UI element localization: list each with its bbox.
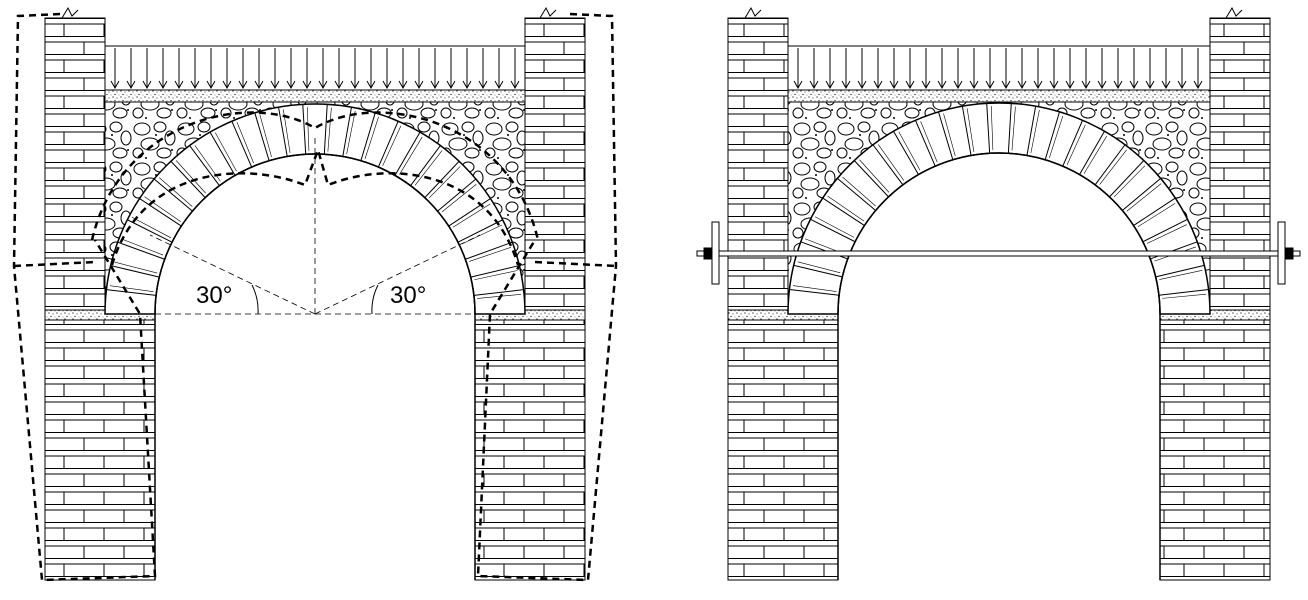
right-break-mark-2 <box>1225 6 1243 19</box>
left-wall-upper-left <box>44 17 106 315</box>
left-break-mark-1 <box>61 6 79 19</box>
right-intrados <box>837 152 1161 315</box>
angle-label-left: 30° <box>196 282 232 309</box>
left-load-block <box>104 45 526 91</box>
right-mortar-layer <box>787 89 1211 103</box>
left-construction-lines <box>149 135 481 315</box>
right-wall-upper-right <box>1209 17 1271 315</box>
left-voussoirs <box>106 104 524 299</box>
left-pier-left <box>44 313 156 581</box>
left-pier-right <box>474 313 586 581</box>
tie-rod-end-right <box>1292 250 1301 257</box>
right-break-mark-1 <box>744 6 762 19</box>
right-load-block <box>787 45 1211 91</box>
left-mortar-layer <box>104 89 526 103</box>
angle-label-right: 30° <box>390 282 426 309</box>
left-arch-opening <box>155 154 475 580</box>
left-wall-upper-right <box>524 17 586 315</box>
right-arch-opening <box>838 153 1160 580</box>
tie-rod <box>696 221 1301 285</box>
right-load-arrows <box>793 48 1203 90</box>
tie-rod-nut-right <box>1284 247 1294 260</box>
left-arch-panel: 30° 30° <box>12 6 618 582</box>
tie-rod-end-left <box>696 250 705 257</box>
right-pier-right <box>1159 313 1271 581</box>
left-break-mark-2 <box>539 6 557 19</box>
tie-rod-nut-left <box>703 247 713 260</box>
left-load-arrows <box>110 48 520 90</box>
right-voussoirs <box>789 103 1209 299</box>
right-arch-panel <box>696 6 1301 581</box>
left-deformed-outline <box>12 12 618 582</box>
left-angle-arc-right <box>371 284 379 315</box>
tie-rod-anchor-plate-right <box>1277 221 1286 285</box>
tie-rod-bar <box>711 250 1287 257</box>
right-wall-upper-left <box>727 17 789 315</box>
left-angle-arc-left <box>251 284 259 315</box>
tie-rod-anchor-plate-left <box>711 221 720 285</box>
right-pier-left <box>727 313 839 581</box>
